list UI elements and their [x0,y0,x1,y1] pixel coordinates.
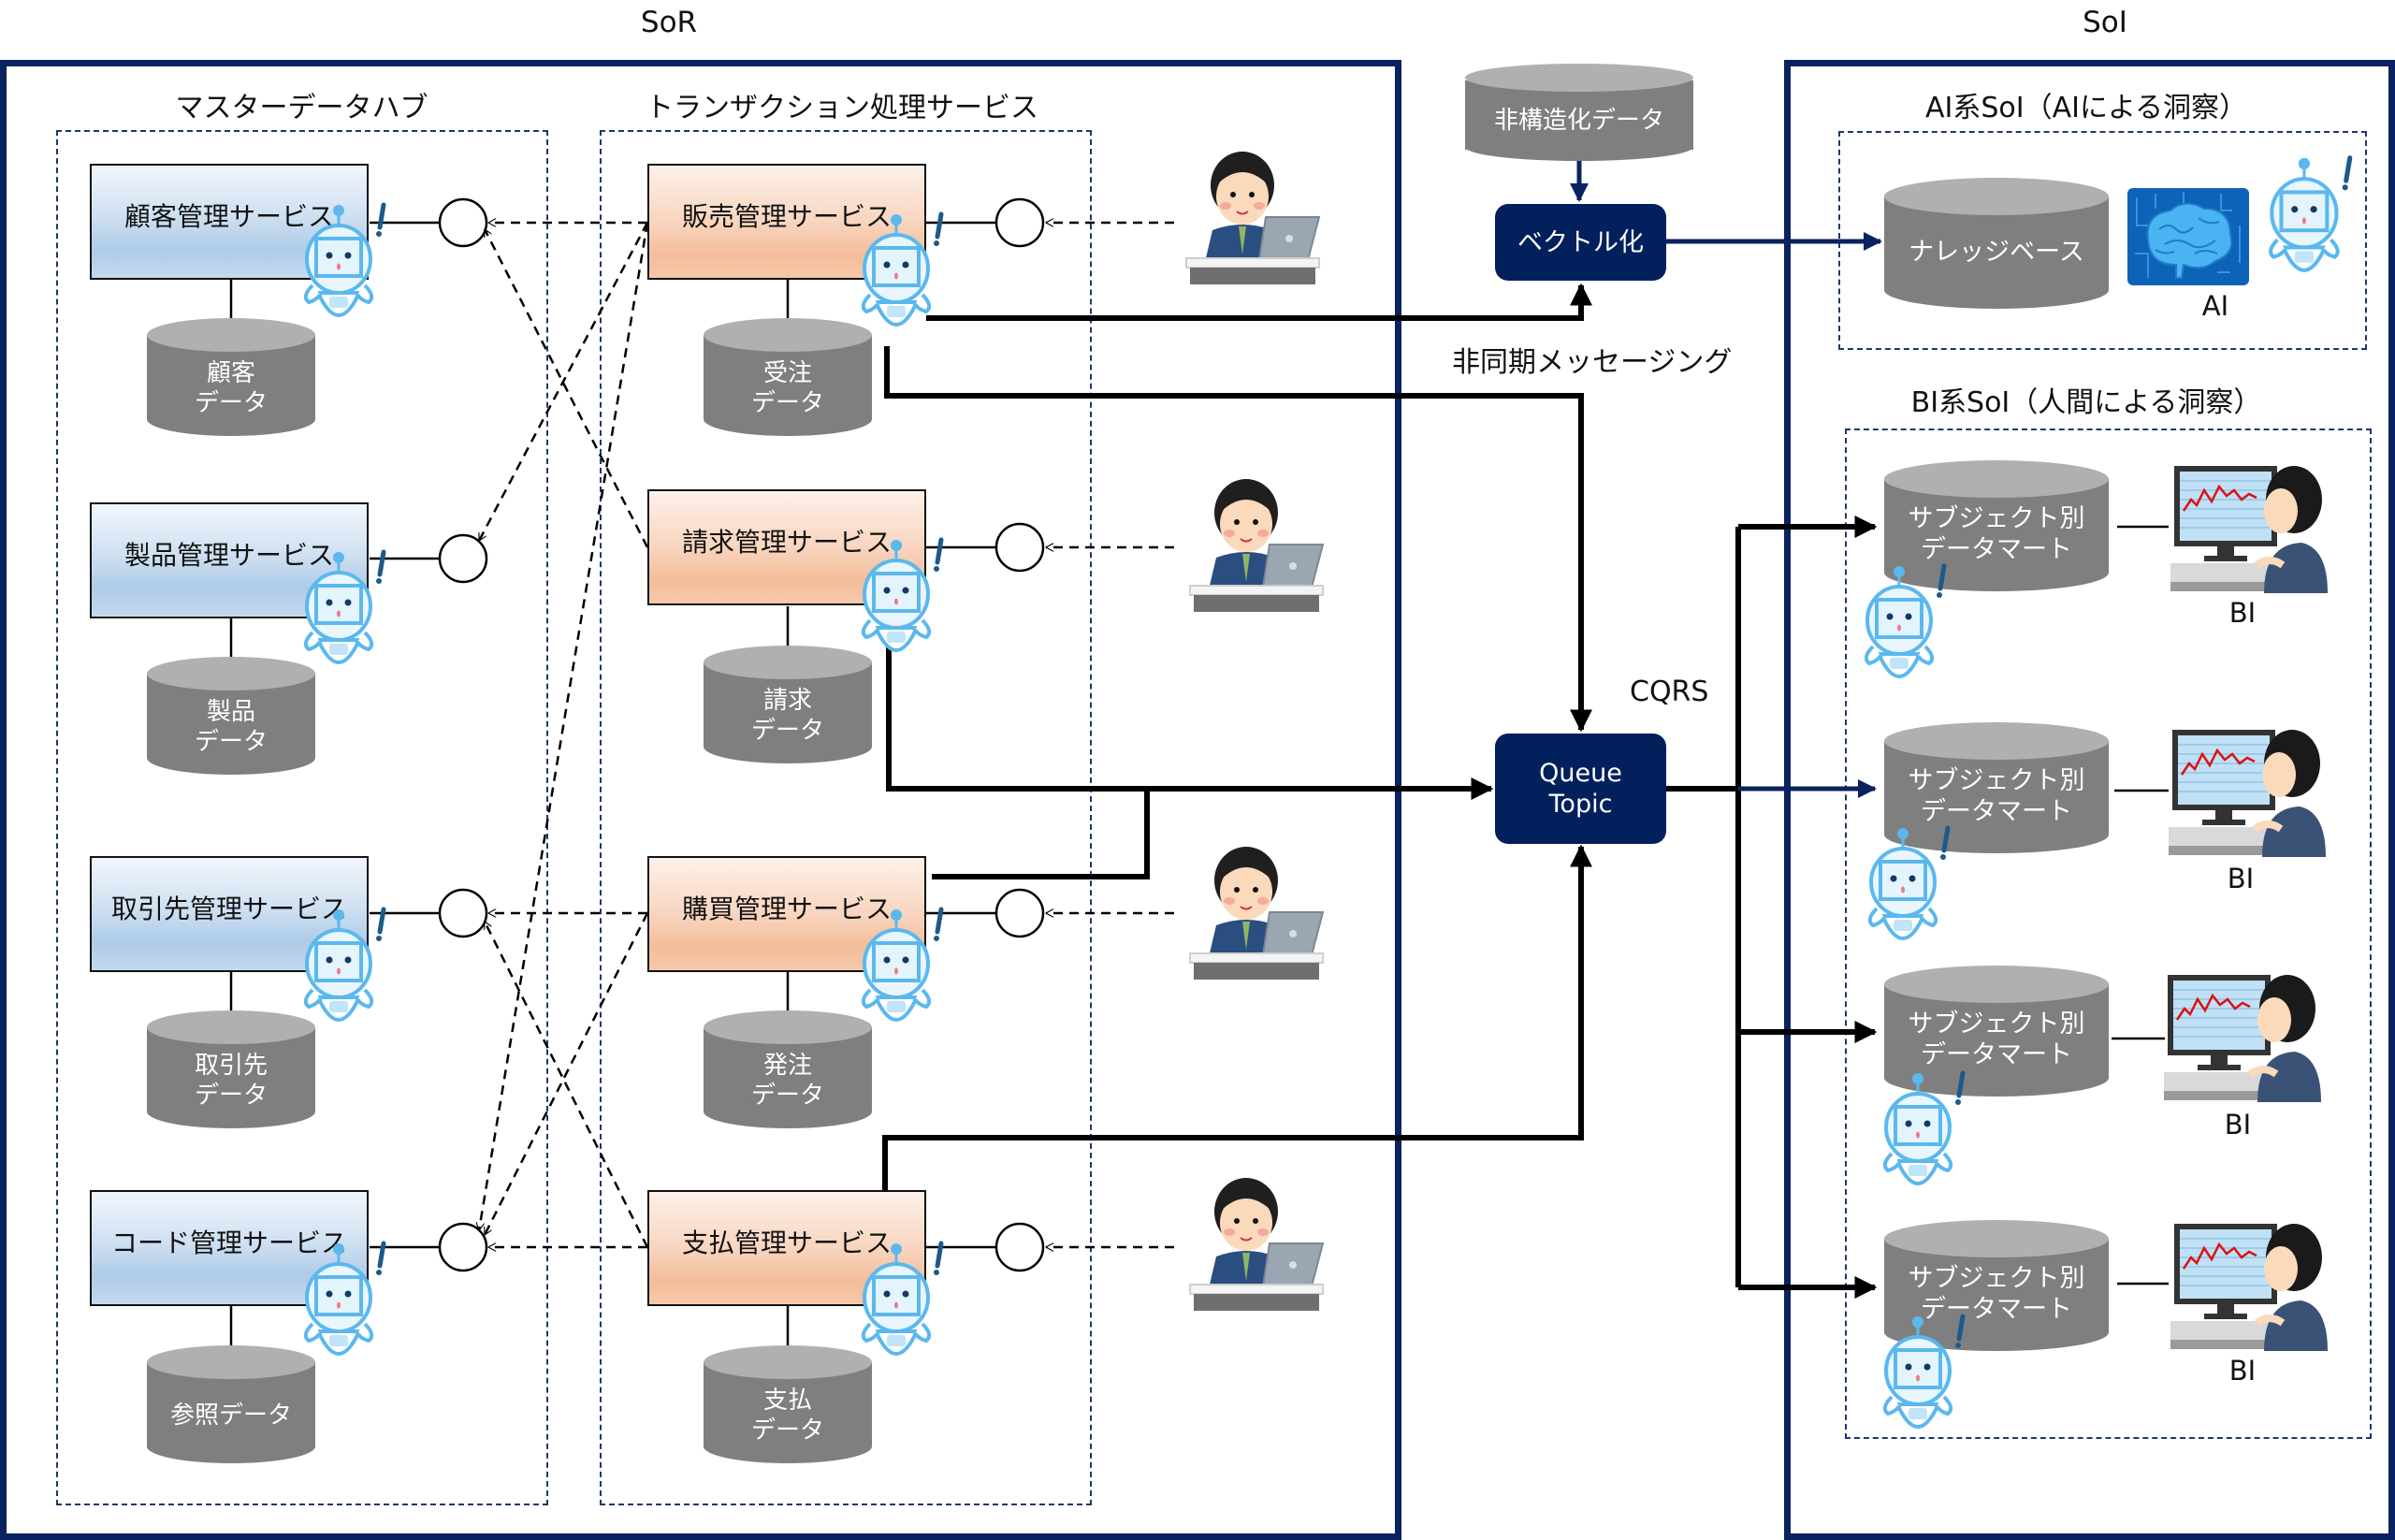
db-label: サブジェクト別 [1908,1010,2085,1039]
unstructured-data-store: 非構造化データ [1465,64,1693,161]
purchase-interface [994,888,1045,938]
ai-label: AI [2201,290,2229,322]
data-mart-2: サブジェクト別データマート [1884,722,2109,853]
bi-soi-group [1845,429,2372,1439]
db-label: データ [750,717,824,745]
robot-agent-icon [1871,1310,1974,1450]
db-label: サブジェクト別 [1908,766,2085,795]
ai-soi-heading: AI系SoI（AIによる洞察） [1924,92,2248,124]
bi-label: BI [2228,1355,2257,1387]
db-label: データ [194,728,268,756]
robot-agent-icon [1856,821,1959,962]
bi-analyst-icon [2170,462,2330,593]
partner-interface [438,888,488,938]
product-interface [438,533,488,584]
office-worker-icon [1181,845,1330,985]
bi-label: BI [2224,1109,2252,1140]
robot-agent-icon [849,903,952,1043]
queue-label: Queue [1539,759,1622,788]
payment-to-queue-line [882,844,1592,1190]
db-label: 請求 [762,687,812,715]
robot-agent-icon [1852,559,1955,700]
master-hub-heading: マスターデータハブ [175,92,428,124]
office-worker-icon [1181,477,1330,617]
vectorize-label: ベクトル化 [1517,227,1644,257]
bi-label: BI [2228,597,2257,629]
db-label: データマート [1921,1040,2072,1069]
ai-robot-icon [2257,153,2361,293]
code-interface [438,1222,488,1272]
customer-database: 顧客データ [147,318,315,436]
db-label: 参照データ [169,1402,292,1430]
payments-database: 支払データ [704,1345,872,1463]
robot-agent-icon [849,1237,952,1377]
payment-interface [994,1222,1045,1272]
db-label: サブジェクト別 [1908,1264,2085,1293]
db-label: 取引先 [194,1052,268,1080]
sales-to-vectorize-line [926,283,1592,321]
orders-database: 受注データ [704,318,872,436]
data-mart-1: サブジェクト別データマート [1884,460,2109,591]
db-label: データ [750,1082,824,1110]
db-label: サブジェクト別 [1908,504,2085,533]
db-label: 受注 [762,359,812,387]
customer-interface [438,197,488,248]
db-label: 支払 [762,1387,812,1415]
db-label: データ [750,1417,824,1445]
bi-analyst-icon [2164,971,2323,1102]
bi-analyst-icon [2169,726,2328,857]
db-label: 製品 [206,698,255,726]
master-hub-group [56,130,548,1505]
db-label: データ [194,389,268,417]
db-label: データ [750,389,824,417]
robot-agent-icon [292,198,395,339]
reference-database: 参照データ [147,1345,315,1463]
queue-topic-box[interactable]: Queue Topic [1495,734,1666,844]
product-database: 製品データ [147,657,315,775]
sor-label: SoR [640,6,698,39]
purchase-to-queue-line [932,789,1150,879]
db-label: データマート [1921,535,2072,564]
vectorize-box[interactable]: ベクトル化 [1495,204,1666,281]
robot-agent-icon [1871,1067,1974,1207]
soi-label: SoI [2083,6,2127,39]
purchase-orders-database: 発注データ [704,1010,872,1128]
db-label: データマート [1921,1295,2072,1324]
robot-agent-icon [849,533,952,674]
async-messaging-label: 非同期メッセージング [1452,346,1733,379]
brain-circuit-icon [2127,188,2249,285]
db-label: データ [194,1082,268,1110]
db-label: データマート [1921,797,2072,826]
bi-analyst-icon [2170,1220,2330,1351]
cqrs-label: CQRS [1630,676,1709,708]
billing-database: 請求データ [704,646,872,763]
office-worker-icon [1177,150,1327,290]
db-label: ナレッジベース [1909,237,2084,267]
db-label: 非構造化データ [1493,107,1664,135]
txn-services-heading: トランザクション処理サービス [646,92,1038,124]
sor-frame [0,60,1401,1540]
bi-label: BI [2227,863,2255,894]
soi-frame [1784,60,2395,1540]
db-label: 顧客 [206,359,255,387]
office-worker-icon [1181,1176,1330,1316]
sales-interface [994,197,1045,248]
knowledge-base-store: ナレッジベース [1884,178,2109,309]
partner-database: 取引先データ [147,1010,315,1128]
billing-to-queue-line [886,599,1494,800]
txn-services-group [600,130,1092,1505]
robot-agent-icon [292,545,395,686]
robot-agent-icon [292,1237,395,1377]
robot-agent-icon [849,208,952,348]
topic-label: Topic [1548,790,1613,819]
payment-service-box[interactable]: 支払管理サービス [647,1190,926,1306]
bi-soi-heading: BI系SoI（人間による洞察） [1910,386,2262,419]
db-label: 発注 [762,1052,812,1080]
billing-interface [994,522,1045,573]
robot-agent-icon [292,903,395,1043]
sales-service-box[interactable]: 販売管理サービス [647,164,926,280]
sales-to-queue-line [884,346,1592,733]
